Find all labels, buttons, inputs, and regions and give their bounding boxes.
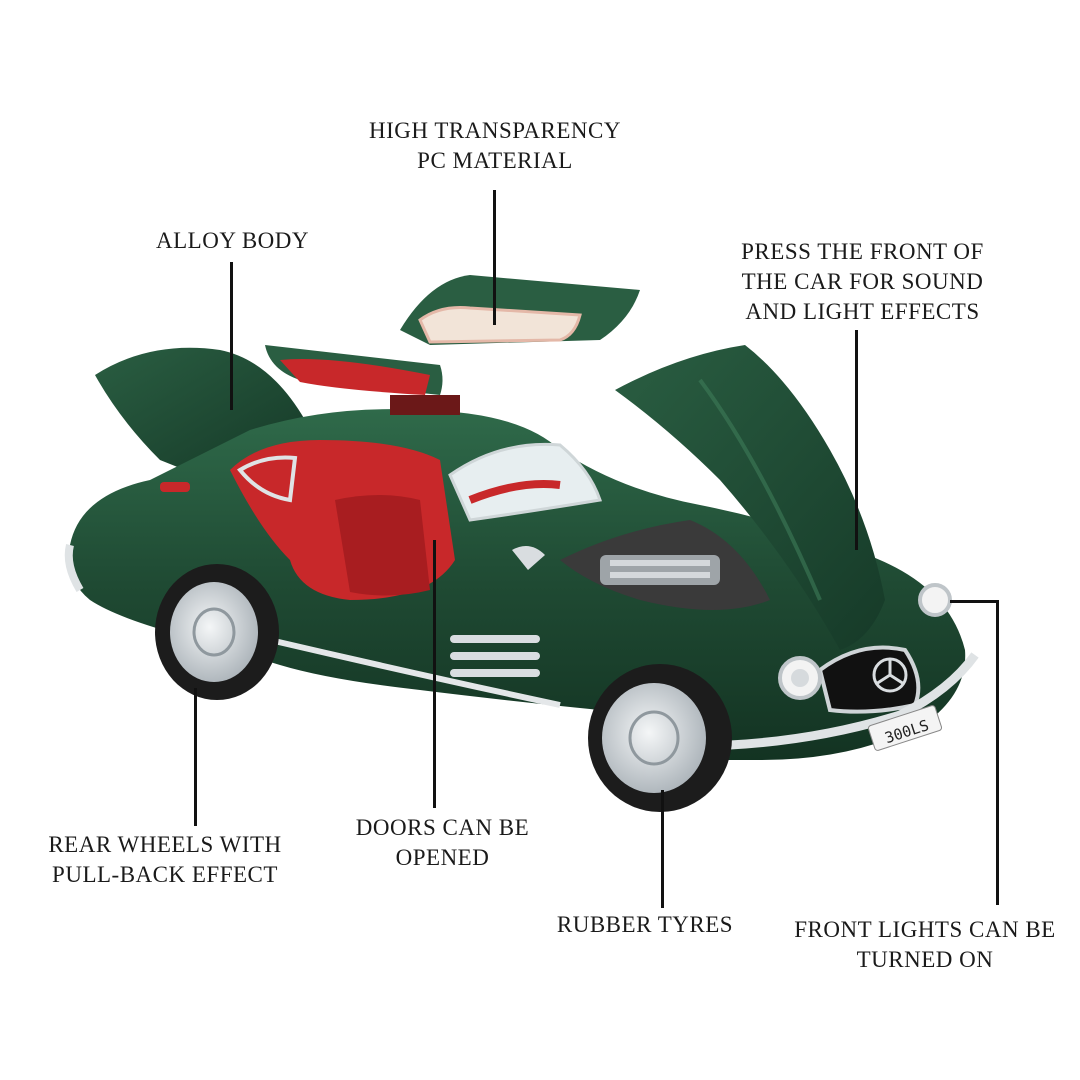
callout-rear-wheels-line-2: PULL-BACK EFFECT [52, 862, 278, 887]
callout-rear-wheels: REAR WHEELS WITH PULL-BACK EFFECT [20, 830, 310, 890]
front-wheel [588, 664, 732, 812]
callout-doors: DOORS CAN BE OPENED [330, 813, 555, 873]
side-vent [450, 635, 540, 677]
hood [615, 345, 885, 650]
leader-sound [855, 330, 858, 550]
leader-body [230, 262, 233, 410]
callout-doors-line-1: DOORS CAN BE [355, 815, 530, 840]
callout-sound-line-3: AND LIGHT EFFECTS [745, 299, 980, 324]
callout-sound-line-2: THE CAR FOR SOUND [741, 269, 984, 294]
leader-lights-vertical [996, 600, 999, 905]
callout-lights-line-1: FRONT LIGHTS CAN BE [794, 917, 1056, 942]
callout-sound: PRESS THE FRONT OF THE CAR FOR SOUND AND… [710, 237, 1015, 327]
callout-body-line-1: ALLOY BODY [156, 228, 309, 253]
trunk-lid [95, 347, 305, 470]
callout-doors-line-2: OPENED [395, 845, 490, 870]
leader-lights-horizontal [950, 600, 998, 603]
front-bumper [729, 652, 979, 750]
grille [817, 645, 921, 714]
headlight-right [918, 583, 952, 617]
leader-rear-wheels [194, 688, 197, 826]
leader-doors [433, 540, 436, 808]
callout-sound-line-1: PRESS THE FRONT OF [741, 239, 984, 264]
callout-lights-line-2: TURNED ON [856, 947, 994, 972]
side-trim [269, 637, 561, 708]
callout-glass-line-1: HIGH TRANSPARENCY [369, 118, 621, 143]
callout-rear-wheels-line-1: REAR WHEELS WITH [48, 832, 282, 857]
leader-glass [493, 190, 496, 325]
rear-wheel [155, 564, 279, 700]
callout-glass: HIGH TRANSPARENCY PC MATERIAL [330, 116, 660, 176]
callout-tyres-line-1: RUBBER TYRES [556, 912, 734, 937]
callout-tyres: RUBBER TYRES [540, 910, 750, 940]
callout-glass-line-2: PC MATERIAL [417, 148, 573, 173]
leader-tyres [661, 790, 664, 908]
callout-body: ALLOY BODY [130, 226, 335, 256]
callout-lights: FRONT LIGHTS CAN BE TURNED ON [775, 915, 1075, 975]
door-glass [418, 306, 582, 344]
